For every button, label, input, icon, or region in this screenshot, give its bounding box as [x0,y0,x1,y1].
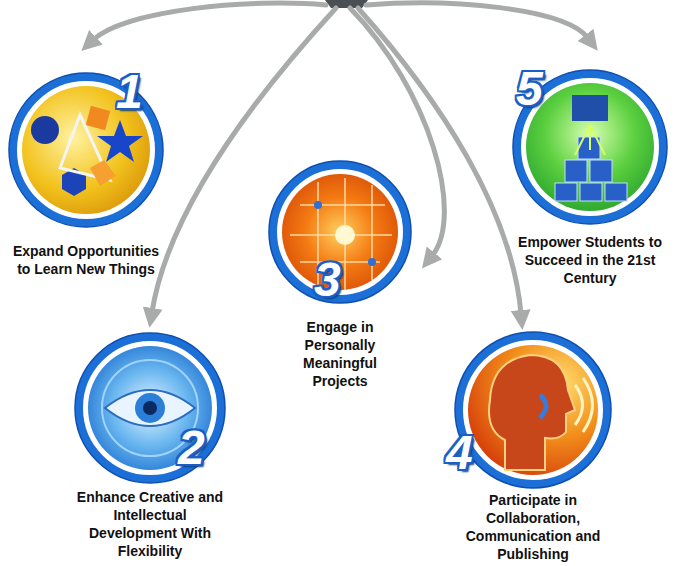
caption: Engage in Personally Meaningful Projects [284,318,396,390]
icon-art [80,338,220,478]
callout-number: 5 [516,65,543,113]
caption: Empower Students to Succeed in the 21st … [515,233,665,287]
icon-circle: 5Empower Students to Succeed in the 21st… [512,69,668,225]
caption: Enhance Creative and Intellectual Develo… [75,488,225,560]
callout-number: 2 [178,424,205,472]
source-shape [325,0,368,8]
circle-ring [454,331,612,489]
callout-number: 4 [446,429,473,477]
callout-number: 3 [314,256,341,304]
icon-circle: 3Engage in Personally Meaningful Project… [268,160,412,304]
caption: Participate in Collaboration, Communicat… [458,491,608,563]
caption: Expand Opportunities to Learn New Things [11,242,161,278]
icon-circle: 4Participate in Collaboration, Communica… [454,331,612,489]
icon-art [460,337,606,483]
icon-circle: 1Expand Opportunities to Learn New Thing… [8,72,164,228]
callout-number: 1 [116,68,143,116]
icon-circle: 2Enhance Creative and Intellectual Devel… [74,332,226,484]
